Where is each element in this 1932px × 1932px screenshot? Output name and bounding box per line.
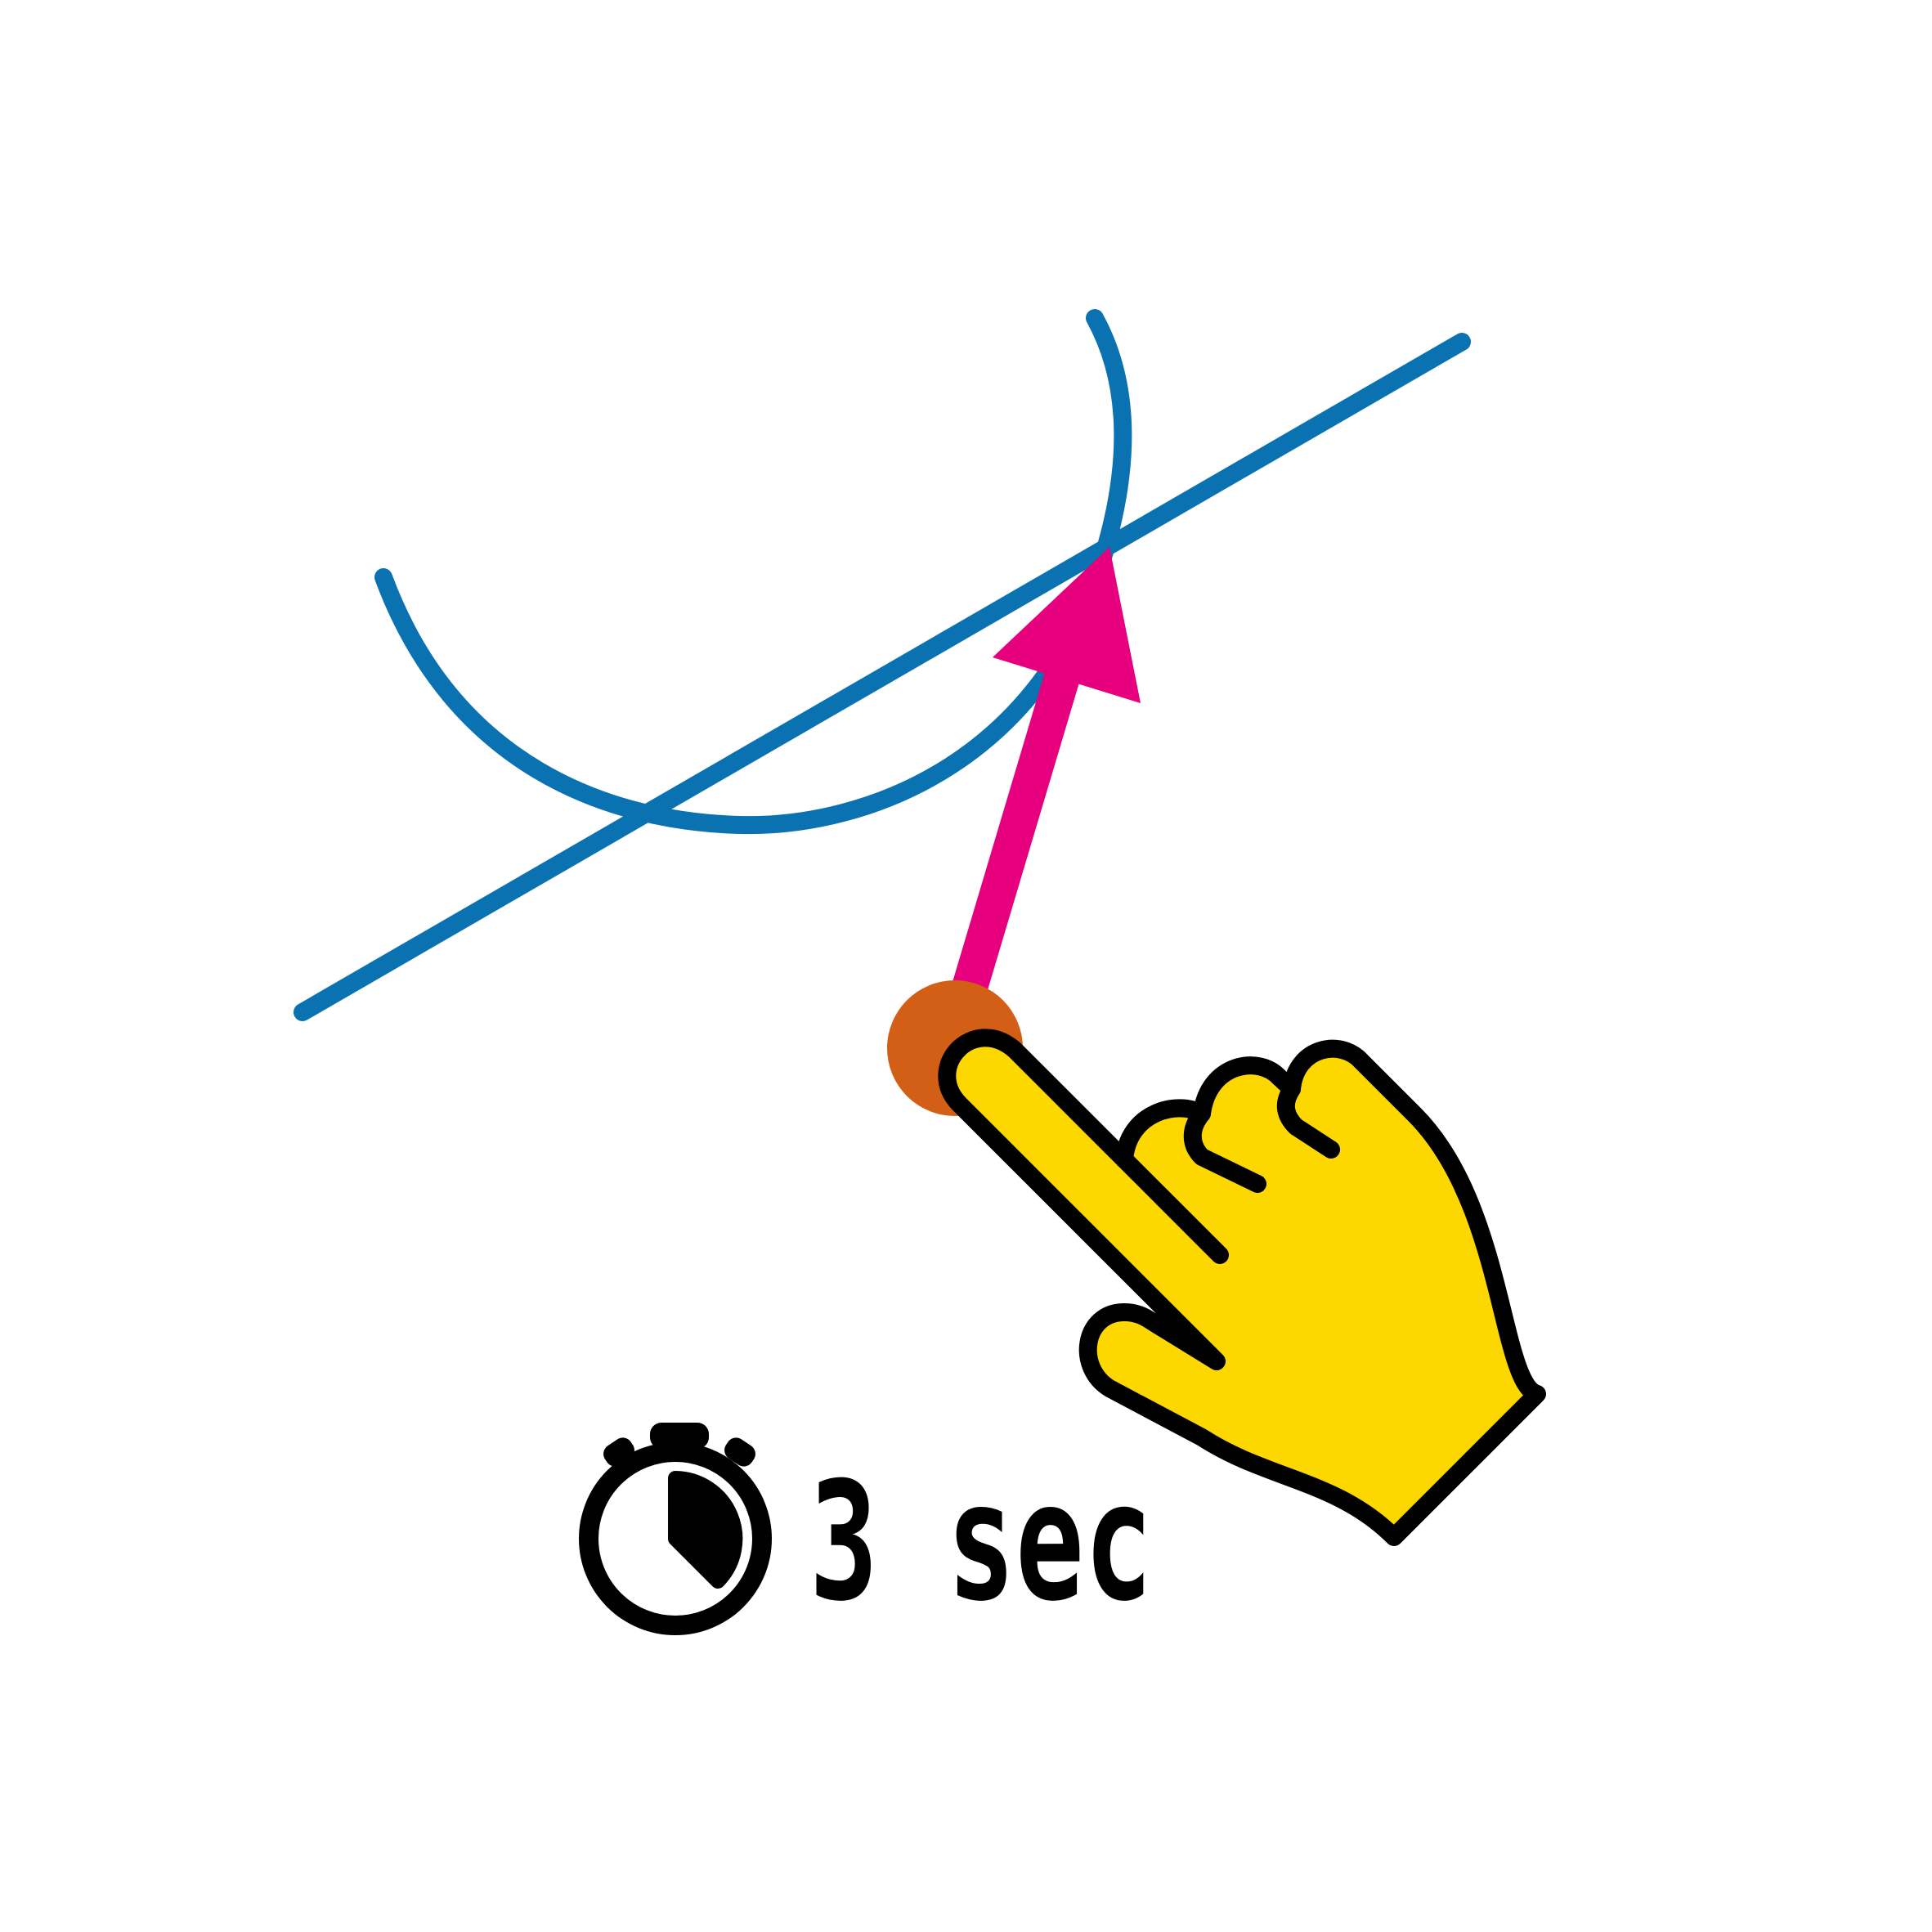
- duration-label: 3 sec: [809, 1447, 1153, 1638]
- stopwatch-right-button: [724, 1437, 755, 1467]
- finger-crease-3: [1276, 1080, 1340, 1159]
- straight-line: [294, 333, 1471, 1021]
- arc-curve: [374, 309, 1132, 835]
- finger-crease-1: [1115, 1150, 1229, 1264]
- stopwatch-progress: [668, 1471, 743, 1589]
- stopwatch-icon: [579, 1423, 772, 1635]
- pointing-hand-icon: [938, 1029, 1546, 1546]
- hand-body: [938, 1029, 1546, 1546]
- drag-arrow-head: [993, 547, 1141, 703]
- drag-arrow-shaft: [937, 669, 1081, 1042]
- finger-crease-2: [1183, 1105, 1266, 1193]
- drag-arrow: [937, 547, 1141, 1042]
- stopwatch-crown: [650, 1423, 709, 1449]
